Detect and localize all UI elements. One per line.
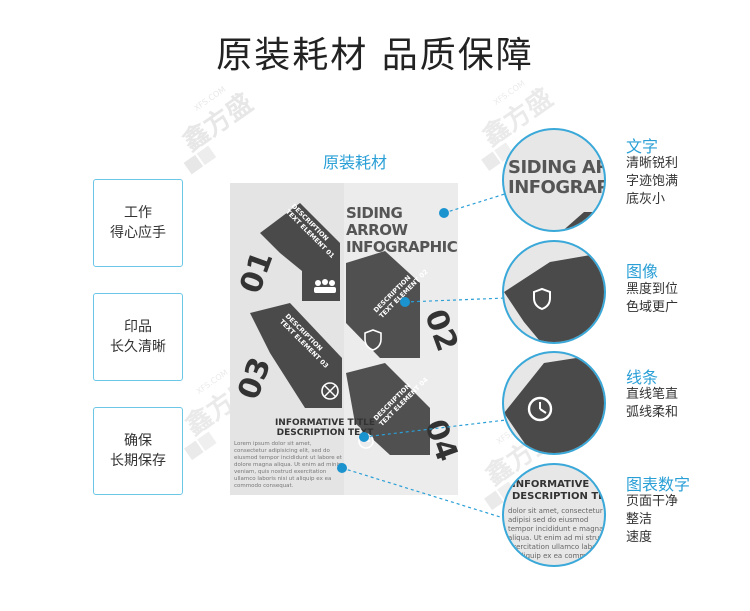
shield-icon bbox=[364, 329, 382, 351]
watermark-left: 鑫方盛 XFS.COM bbox=[177, 85, 259, 175]
zoom-heading-line1: SIDING ARROW bbox=[508, 157, 604, 178]
feature-desc-text-line3: 底灰小 bbox=[626, 192, 666, 207]
arrow-02-shape bbox=[346, 251, 420, 358]
connector-dot-chart bbox=[337, 463, 347, 473]
sheet-info-title: INFORMATIVE TITLE DESCRIPTION TEXT bbox=[270, 418, 380, 438]
zoom-image-graphic bbox=[504, 252, 604, 342]
connector-dot-text bbox=[439, 208, 449, 218]
zoom-circle-chart: INFORMATIVE TITLE DESCRIPTION TEX dolor … bbox=[502, 463, 606, 567]
zoom-shield-icon bbox=[533, 287, 551, 311]
sheet-heading-line1: SIDING ARROW bbox=[346, 204, 408, 239]
connector-dot-line bbox=[359, 432, 369, 442]
sheet-info-title-line1: INFORMATIVE TITLE bbox=[274, 418, 376, 428]
feature-title-text: 文字 bbox=[626, 137, 659, 156]
sheet-lorem-text: Lorem ipsum dolor sit amet, consectetur … bbox=[234, 441, 344, 489]
feature-desc-text: 清晰锐利 字迹饱满 底灰小 bbox=[626, 155, 726, 209]
feature-box-print: 印品 长久清晰 bbox=[93, 293, 183, 381]
feature-desc-line: 直线笔直 弧线柔和 bbox=[626, 386, 726, 422]
zoom-clock-icon bbox=[527, 396, 553, 422]
zoom-circle-line bbox=[502, 351, 606, 455]
sheet-heading: SIDING ARROW INFOGRAPHIC bbox=[346, 205, 458, 256]
people-icon bbox=[314, 279, 336, 293]
sheet-info-title-line2: DESCRIPTION TEXT bbox=[276, 428, 374, 438]
printed-sheet: SIDING ARROW INFOGRAPHIC 01 02 03 04 DES… bbox=[230, 183, 458, 495]
feature-box-work-line2: 得心应手 bbox=[110, 225, 166, 241]
feature-desc-line-line2: 弧线柔和 bbox=[626, 405, 679, 420]
arrow-01-shape bbox=[260, 203, 340, 301]
zoom-lorem-text: dolor sit amet, consectetur adipisi sed … bbox=[508, 507, 604, 567]
feature-desc-image: 黑度到位 色域更广 bbox=[626, 281, 726, 317]
zoom-heading: SIDING ARROW INFOGRAPHIC bbox=[508, 157, 606, 198]
feature-box-save-line1: 确保 bbox=[124, 433, 152, 449]
sheet-graphics bbox=[230, 183, 458, 495]
page-title: 原装耗材 品质保障 bbox=[216, 35, 534, 76]
feature-box-save: 确保 长期保存 bbox=[93, 407, 183, 495]
zoom-info-title: INFORMATIVE TITLE DESCRIPTION TEX bbox=[512, 479, 606, 503]
arrow-03-shape bbox=[250, 303, 342, 408]
feature-desc-image-line2: 色域更广 bbox=[626, 300, 679, 315]
sheet-caption: 原装耗材 bbox=[323, 153, 388, 172]
zoom-text-arrow bbox=[563, 212, 604, 230]
feature-box-work: 工作 得心应手 bbox=[93, 179, 183, 267]
feature-desc-chart-line1: 页面干净 bbox=[626, 494, 679, 509]
feature-desc-chart-line2: 整洁 bbox=[626, 512, 653, 527]
feature-desc-text-line1: 清晰锐利 bbox=[626, 156, 679, 171]
feature-desc-chart: 页面干净 整洁 速度 bbox=[626, 493, 726, 547]
feature-desc-line-line1: 直线笔直 bbox=[626, 387, 679, 402]
feature-box-print-line2: 长久清晰 bbox=[110, 339, 166, 355]
zoom-info-title-line2: DESCRIPTION TEX bbox=[512, 491, 606, 502]
compass-icon bbox=[321, 382, 339, 400]
feature-desc-image-line1: 黑度到位 bbox=[626, 282, 679, 297]
feature-title-image: 图像 bbox=[626, 262, 659, 281]
zoom-info-title-line1: INFORMATIVE TITLE bbox=[512, 479, 604, 490]
sheet-heading-line2: INFOGRAPHIC bbox=[346, 238, 458, 256]
zoom-circle-text: SIDING ARROW INFOGRAPHIC bbox=[502, 128, 606, 232]
feature-box-print-line1: 印品 bbox=[124, 319, 152, 335]
zoom-circle-image bbox=[502, 240, 606, 344]
feature-desc-text-line2: 字迹饱满 bbox=[626, 174, 679, 189]
feature-title-chart: 图表数字 bbox=[626, 475, 691, 494]
feature-desc-chart-line3: 速度 bbox=[626, 530, 653, 545]
connector-dot-image bbox=[400, 297, 410, 307]
feature-box-save-line2: 长期保存 bbox=[110, 453, 166, 469]
feature-box-work-line1: 工作 bbox=[124, 205, 152, 221]
feature-title-line: 线条 bbox=[626, 368, 659, 387]
zoom-line-graphic bbox=[504, 353, 604, 453]
zoom-heading-line2: INFOGRAPHIC bbox=[508, 177, 606, 198]
